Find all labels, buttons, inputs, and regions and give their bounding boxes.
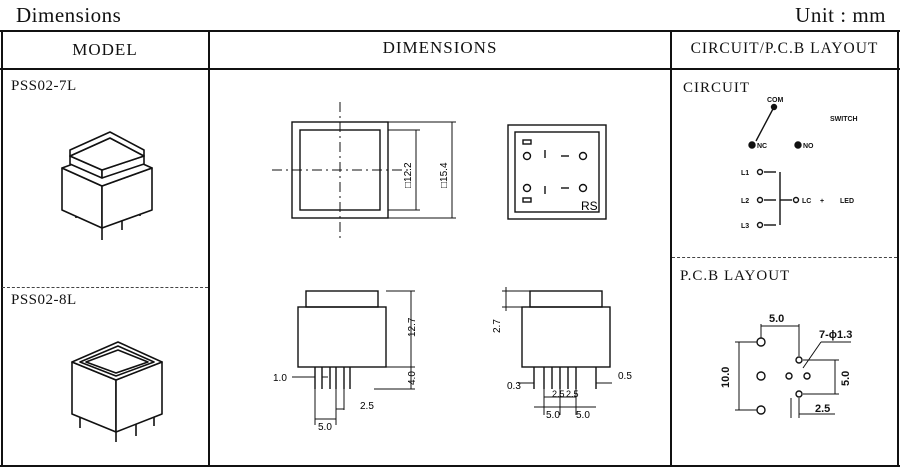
- switch-illustration-7l: [61, 131, 153, 240]
- pitch-b-label: 2.5: [566, 389, 579, 399]
- switch-illustration-8l: [71, 341, 163, 442]
- pin-length-label: 4.0: [407, 371, 418, 385]
- circuit-pcb-divider: [672, 257, 897, 258]
- top-view-dimension-drawing: □12.2 □15.4: [272, 102, 456, 238]
- circuit-title: CIRCUIT: [683, 80, 750, 96]
- pcb-bottom-dimension-label: 2.5: [815, 403, 830, 415]
- pin-left-label: 0.3: [507, 381, 521, 392]
- pin-width-label: 1.0: [273, 373, 287, 384]
- circuit-no-label: NO: [803, 143, 814, 150]
- column-divider-1: [208, 30, 210, 467]
- circuit-diagram: COM SWITCH NC NO L1 L2 L3 LC + LED: [741, 97, 858, 230]
- circuit-switch-label: SWITCH: [830, 116, 858, 123]
- table-right-border: [897, 30, 899, 467]
- model-name-pss02-8l: PSS02-8L: [11, 292, 77, 308]
- circuit-lc-label: LC: [802, 198, 811, 205]
- circuit-com-label: COM: [767, 97, 784, 104]
- pcb-right-dimension-label: 5.0: [840, 371, 852, 386]
- circuit-l2-label: L2: [741, 198, 749, 205]
- column-divider-2: [670, 30, 672, 467]
- side-view-right-drawing: 2.7 0.3 0.5 2.5 2.5 5.0 5.0: [492, 287, 632, 421]
- header-divider: [0, 30, 900, 32]
- pcb-layout-diagram: 5.0 7-ϕ1.3 10.0 5.0 2.5: [720, 313, 852, 418]
- pcb-top-dimension-label: 5.0: [769, 313, 784, 325]
- side-view-left-drawing: 12.7 4.0 1.0 2.5 5.0: [273, 290, 418, 433]
- circuit-l1-label: L1: [741, 170, 749, 177]
- pcb-left-dimension-label: 10.0: [720, 367, 732, 388]
- unit-label: Unit : mm: [795, 3, 886, 27]
- circuit-l3-label: L3: [741, 223, 749, 230]
- column-header-model: MODEL: [72, 40, 138, 59]
- pitch-a-label: 2.5: [552, 389, 565, 399]
- column-header-dimensions: DIMENSIONS: [382, 38, 498, 57]
- pitch-small-label: 2.5: [360, 401, 374, 412]
- bottom-view-drawing: RS: [507, 124, 607, 220]
- table-bottom-border: [0, 465, 900, 467]
- pcb-layout-title: P.C.B LAYOUT: [680, 268, 791, 284]
- model-row-divider: [2, 287, 208, 288]
- height-label: 12.7: [407, 317, 418, 337]
- inner-size-label: □12.2: [403, 162, 414, 188]
- pin-right-label: 0.5: [618, 371, 632, 382]
- column-header-circuit-pcb: CIRCUIT/P.C.B LAYOUT: [690, 40, 879, 57]
- page-title: Dimensions: [16, 3, 122, 27]
- circuit-nc-label: NC: [757, 143, 767, 150]
- column-header-divider: [0, 68, 900, 70]
- pcb-hole-dimension-label: 7-ϕ1.3: [819, 329, 852, 341]
- span-b-label: 5.0: [576, 410, 590, 421]
- rs-label: RS: [581, 199, 598, 213]
- circuit-plus-label: +: [820, 198, 824, 205]
- outer-size-label: □15.4: [439, 162, 450, 188]
- circuit-led-label: LED: [840, 198, 854, 205]
- model-name-pss02-7l: PSS02-7L: [11, 78, 77, 94]
- table-left-border: [1, 30, 3, 467]
- offset-label: 2.7: [492, 319, 503, 333]
- span-a-label: 5.0: [546, 410, 560, 421]
- pitch-large-label: 5.0: [318, 422, 332, 433]
